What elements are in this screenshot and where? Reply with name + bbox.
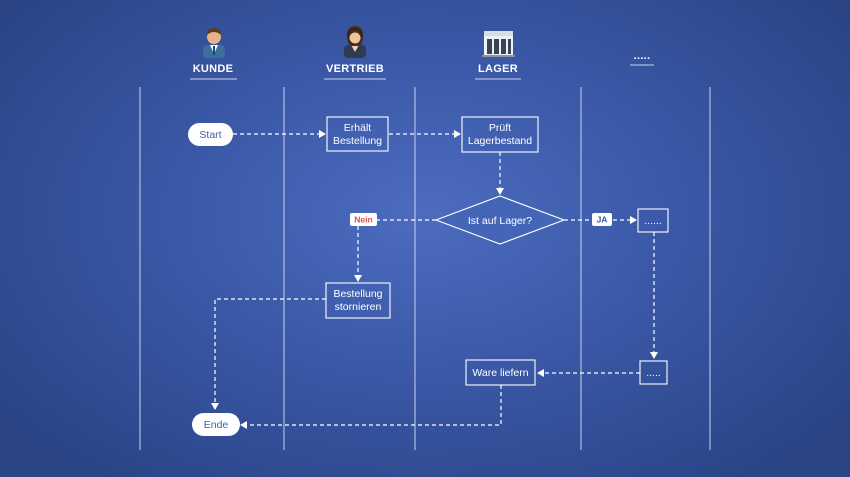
- edge-decision-no-to-cancel: [354, 219, 436, 282]
- deliver-goods-label: Ware liefern: [472, 367, 528, 379]
- next-step-2-node: .....: [639, 360, 668, 385]
- check-stock-line2: Lagerbestand: [468, 135, 532, 147]
- lane-header-kunde: KUNDE: [190, 28, 237, 80]
- cancel-order-line1: Bestellung: [333, 288, 382, 300]
- lane-title-kunde: KUNDE: [193, 63, 234, 75]
- start-node: Start: [188, 123, 233, 146]
- lane-title-vertrieb: VERTRIEB: [326, 63, 384, 75]
- decision-label: Ist auf Lager?: [468, 215, 532, 227]
- check-stock-node: Prüft Lagerbestand: [461, 116, 539, 153]
- in-stock-decision-node: Ist auf Lager?: [434, 195, 566, 245]
- end-label: Ende: [204, 419, 229, 431]
- start-label: Start: [199, 129, 221, 141]
- lane-header-placeholder: .....: [630, 50, 654, 66]
- yes-label: JA: [597, 215, 608, 225]
- next-step-label: ......: [644, 215, 662, 227]
- sales-woman-headset-icon: [344, 26, 366, 58]
- receive-order-node: Erhält Bestellung: [326, 116, 389, 152]
- end-node: Ende: [192, 413, 240, 436]
- receive-order-line1: Erhält: [344, 122, 372, 134]
- next-step-2-label: .....: [646, 367, 661, 379]
- lane-header-vertrieb: VERTRIEB: [324, 26, 386, 80]
- no-label: Nein: [354, 215, 372, 225]
- lane-title-lager: LAGER: [478, 63, 518, 75]
- no-branch-tag: Nein: [350, 213, 377, 226]
- edge-deliver-to-end: [240, 385, 502, 429]
- cancel-order-node: Bestellung stornieren: [325, 282, 391, 319]
- edge-cancel-to-end: [211, 298, 326, 410]
- lane-title-placeholder: .....: [634, 50, 651, 62]
- cancel-order-line2: stornieren: [335, 301, 382, 313]
- warehouse-icon: [482, 31, 515, 57]
- flow-edges: [211, 130, 658, 429]
- next-step-node: ......: [637, 208, 669, 233]
- yes-branch-tag: JA: [592, 213, 612, 226]
- lane-header-lager: LAGER: [475, 31, 521, 80]
- lane-dividers: [139, 87, 711, 450]
- customer-man-icon: [203, 28, 225, 58]
- receive-order-line2: Bestellung: [333, 135, 382, 147]
- deliver-goods-node: Ware liefern: [465, 359, 536, 386]
- check-stock-line1: Prüft: [489, 122, 511, 134]
